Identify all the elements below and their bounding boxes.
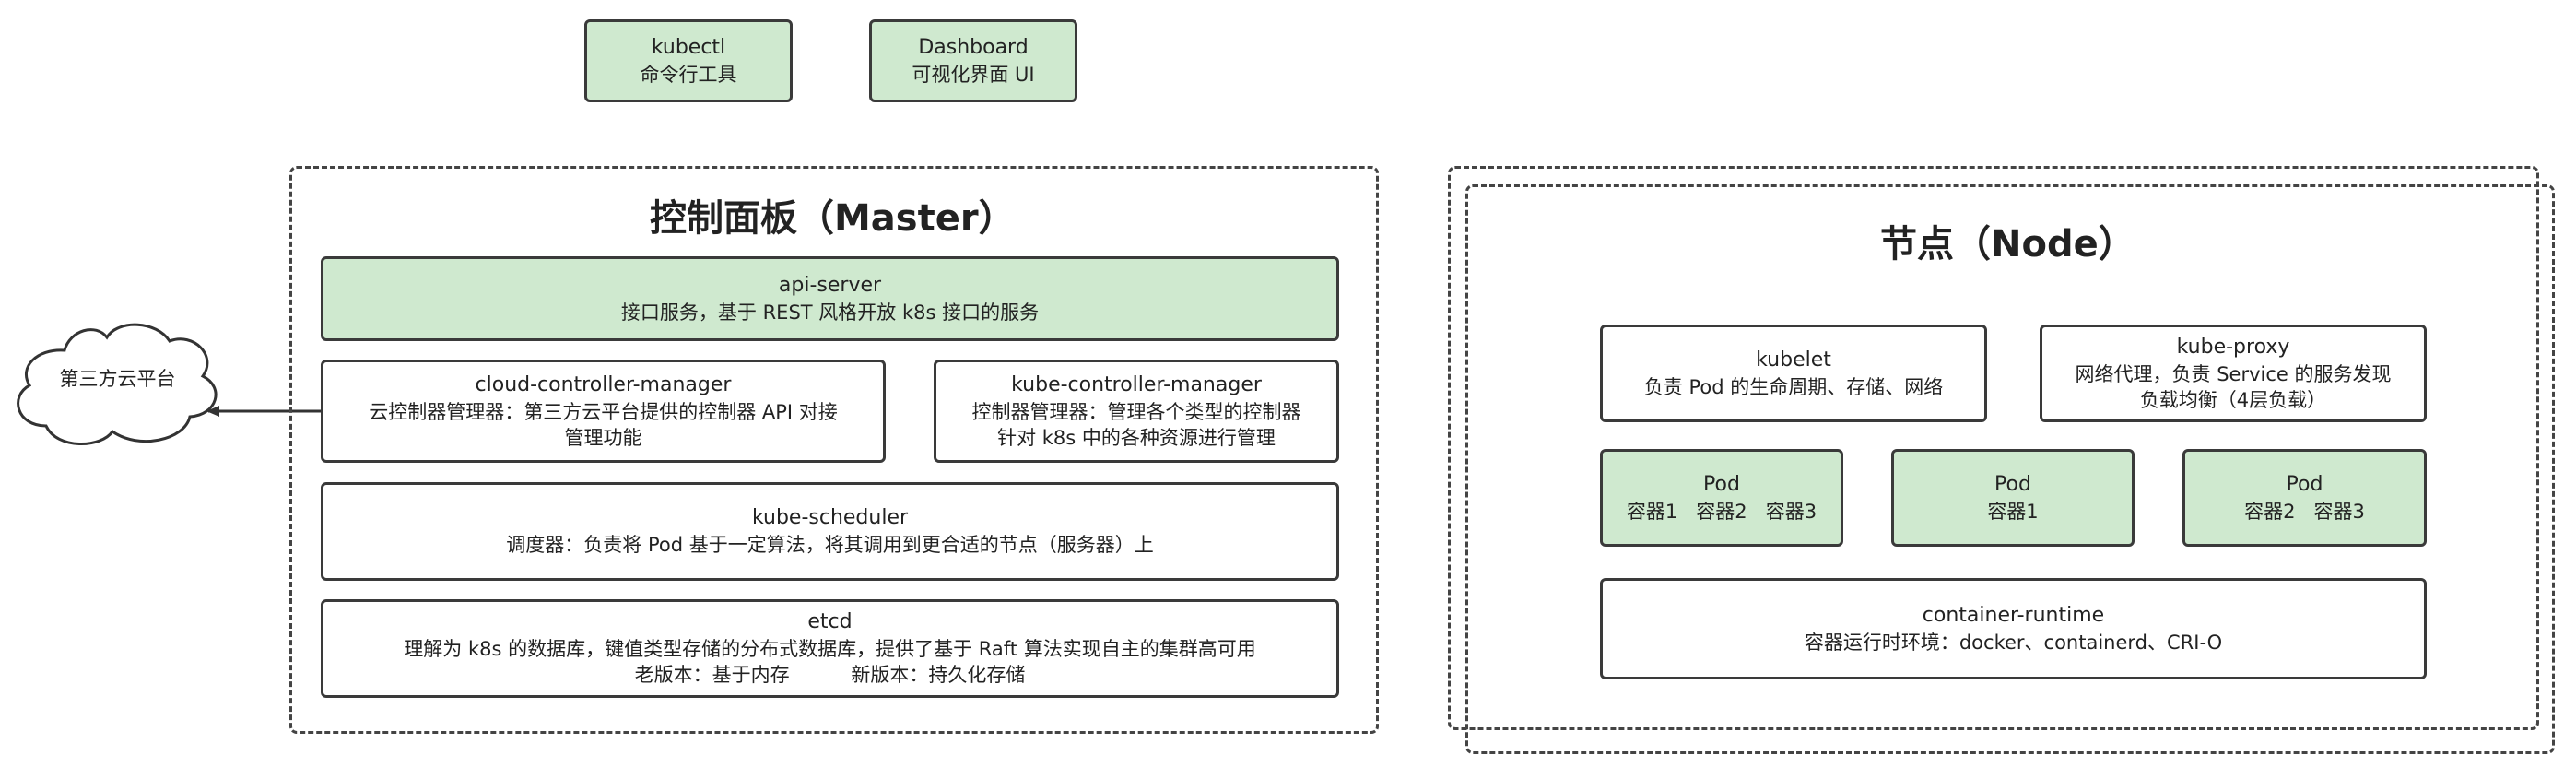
api-server-desc: 接口服务，基于 REST 风格开放 k8s 接口的服务 <box>620 301 1040 324</box>
pod-3-name: Pod <box>2286 472 2323 496</box>
scheduler-desc: 调度器：负责将 Pod 基于一定算法，将其调用到更合适的节点（服务器）上 <box>506 534 1154 557</box>
kubelet-name: kubelet <box>1756 348 1831 372</box>
kube-controller-manager-box[interactable]: kube-controller-manager 控制器管理器：管理各个类型的控制… <box>934 360 1339 463</box>
scheduler-name: kube-scheduler <box>751 506 909 530</box>
etcd-box[interactable]: etcd 理解为 k8s 的数据库，键值类型存储的分布式数据库，提供了基于 Ra… <box>321 599 1339 698</box>
kubectl-name: kubectl <box>651 35 726 59</box>
kubectl-box[interactable]: kubectl 命令行工具 <box>584 19 793 102</box>
ccm-desc-line2: 管理功能 <box>564 426 642 449</box>
kubelet-box[interactable]: kubelet 负责 Pod 的生命周期、存储、网络 <box>1600 325 1987 422</box>
dashboard-name: Dashboard <box>918 35 1029 59</box>
kubelet-desc: 负责 Pod 的生命周期、存储、网络 <box>1643 375 1944 398</box>
container-runtime-box[interactable]: container-runtime 容器运行时环境：docker、contain… <box>1600 578 2427 679</box>
kube-proxy-name: kube-proxy <box>2176 335 2290 359</box>
runtime-desc: 容器运行时环境：docker、containerd、CRI-O <box>1804 631 2223 654</box>
node-panel-inner <box>1465 184 2555 754</box>
cloud-controller-manager-box[interactable]: cloud-controller-manager 云控制器管理器：第三方云平台提… <box>321 360 886 463</box>
pod-1-name: Pod <box>1703 472 1740 496</box>
etcd-desc-line2: 老版本：基于内存 新版本：持久化存储 <box>634 664 1026 687</box>
kube-scheduler-box[interactable]: kube-scheduler 调度器：负责将 Pod 基于一定算法，将其调用到更… <box>321 482 1339 581</box>
ccm-desc-line1: 云控制器管理器：第三方云平台提供的控制器 API 对接 <box>369 400 838 423</box>
kcm-desc-line1: 控制器管理器：管理各个类型的控制器 <box>971 400 1301 423</box>
master-panel <box>289 166 1379 734</box>
pod-1-containers: 容器1 容器2 容器3 <box>1626 500 1817 523</box>
pod-box-2[interactable]: Pod 容器1 <box>1891 449 2135 547</box>
pod-2-name: Pod <box>1994 472 2031 496</box>
kube-proxy-box[interactable]: kube-proxy 网络代理，负责 Service 的服务发现 负载均衡（4层… <box>2040 325 2427 422</box>
kube-proxy-desc-line1: 网络代理，负责 Service 的服务发现 <box>2075 362 2392 385</box>
kcm-desc-line2: 针对 k8s 中的各种资源进行管理 <box>997 426 1276 449</box>
master-title: 控制面板（Master） <box>650 197 1016 240</box>
pod-3-containers: 容器2 容器3 <box>2244 500 2365 523</box>
dashboard-desc: 可视化界面 UI <box>912 63 1035 86</box>
dashboard-box[interactable]: Dashboard 可视化界面 UI <box>869 19 1077 102</box>
api-server-name: api-server <box>778 273 882 297</box>
node-title: 节点（Node） <box>1880 223 2135 266</box>
kcm-name: kube-controller-manager <box>1011 372 1262 396</box>
pod-2-containers: 容器1 <box>1987 500 2039 523</box>
ccm-name: cloud-controller-manager <box>475 372 732 396</box>
pod-box-3[interactable]: Pod 容器2 容器3 <box>2182 449 2427 547</box>
cloud-shape <box>17 323 218 445</box>
cloud-label: 第三方云平台 <box>59 368 176 390</box>
etcd-desc-line1: 理解为 k8s 的数据库，键值类型存储的分布式数据库，提供了基于 Raft 算法… <box>404 638 1256 660</box>
runtime-name: container-runtime <box>1922 603 2105 627</box>
etcd-name: etcd <box>807 610 853 634</box>
kubectl-desc: 命令行工具 <box>640 63 737 86</box>
pod-box-1[interactable]: Pod 容器1 容器2 容器3 <box>1600 449 1843 547</box>
node-panel-outer <box>1448 166 2539 730</box>
kube-proxy-desc-line2: 负载均衡（4层负载） <box>2139 388 2327 411</box>
api-server-box[interactable]: api-server 接口服务，基于 REST 风格开放 k8s 接口的服务 <box>321 256 1339 341</box>
